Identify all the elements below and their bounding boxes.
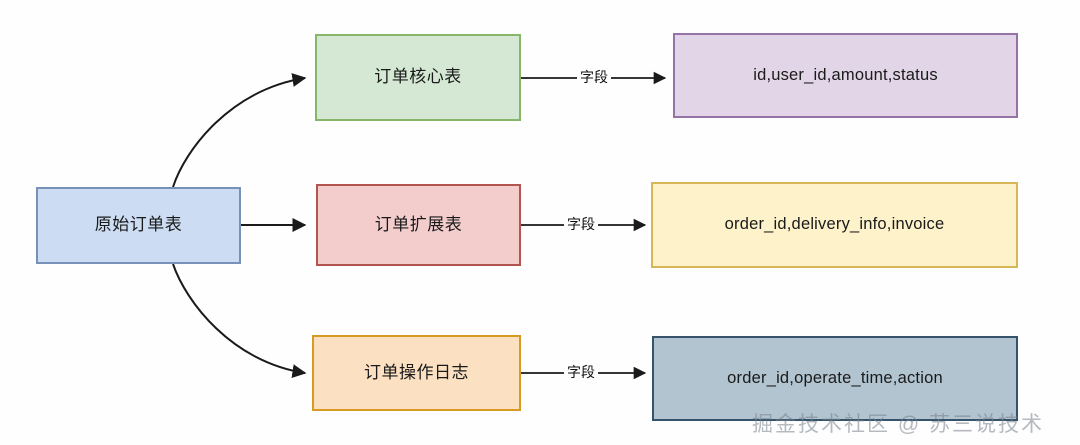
node-order-core-table[interactable]: 订单核心表 [315,34,521,121]
node-order-core-table-label: 订单核心表 [374,67,462,87]
edge-label-ext-fields: 字段 [564,214,598,234]
node-order-log-fields[interactable]: order_id,operate_time,action [652,336,1018,421]
node-source-order-table[interactable]: 原始订单表 [36,187,241,264]
node-order-log-table-label: 订单操作日志 [364,362,469,382]
node-order-core-fields-label: id,user_id,amount,status [753,65,938,84]
node-source-label: 原始订单表 [94,215,183,235]
node-order-log-fields-label: order_id,operate_time,action [727,368,943,387]
node-order-ext-table-label: 订单扩展表 [374,214,463,234]
edge-source-to-log [172,263,307,379]
node-order-log-table[interactable]: 订单操作日志 [312,335,521,411]
node-order-core-fields[interactable]: id,user_id,amount,status [673,33,1018,118]
edge-label-core-fields: 字段 [577,67,611,87]
edge-label-log-fields: 字段 [564,362,598,382]
node-order-ext-fields[interactable]: order_id,delivery_info,invoice [651,182,1018,268]
node-order-ext-table[interactable]: 订单扩展表 [316,184,521,266]
edge-source-to-core [172,73,307,188]
node-order-ext-fields-label: order_id,delivery_info,invoice [724,215,945,234]
